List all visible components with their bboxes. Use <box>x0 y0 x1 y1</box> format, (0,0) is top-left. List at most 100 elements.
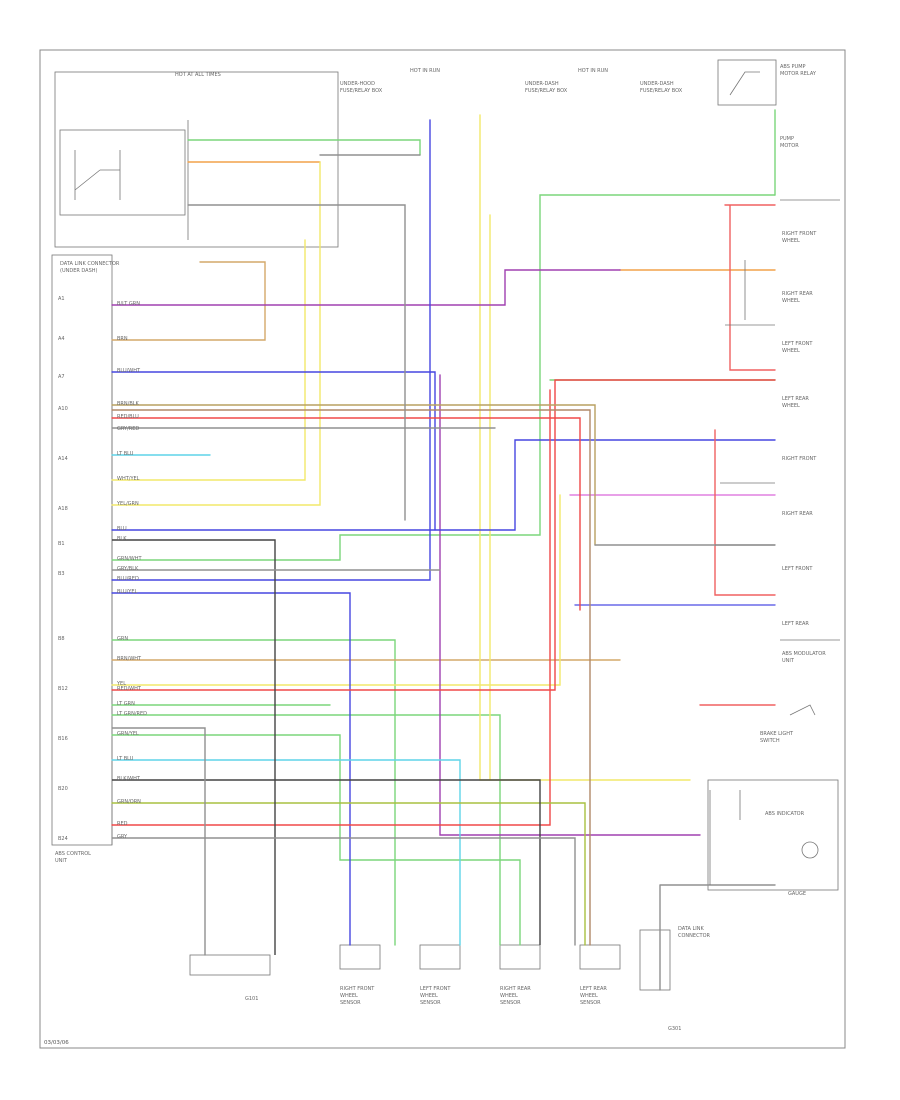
svg-text:YEL: YEL <box>116 681 126 687</box>
wire-olive-3 <box>111 802 586 946</box>
svg-text:GRN: GRN <box>117 636 128 642</box>
svg-text:LEFT FRONT: LEFT FRONT <box>420 986 451 992</box>
svg-text:UNIT: UNIT <box>782 658 795 664</box>
wire-grey-6 <box>187 154 421 521</box>
svg-text:BLK/WHT: BLK/WHT <box>117 776 141 782</box>
wire-red-3 <box>111 389 551 826</box>
svg-text:WHEEL: WHEEL <box>782 348 800 354</box>
svg-text:WHEEL: WHEEL <box>340 993 358 999</box>
wire-cyan-2 <box>111 759 461 946</box>
svg-text:LEFT FRONT: LEFT FRONT <box>782 566 813 572</box>
svg-text:UNIT: UNIT <box>55 858 68 864</box>
svg-text:LT GRN: LT GRN <box>117 701 135 707</box>
svg-text:G101: G101 <box>245 996 258 1002</box>
svg-text:RIGHT FRONT: RIGHT FRONT <box>340 986 375 992</box>
bottom-labels: G101 RIGHT FRONT WHEEL SENSOR LEFT FRONT… <box>55 851 711 1032</box>
svg-text:GRN/WHT: GRN/WHT <box>117 556 142 562</box>
wire-red-4 <box>714 429 776 596</box>
wire-red-2 <box>111 379 776 691</box>
wire-red-5 <box>724 204 776 371</box>
svg-text:GRY: GRY <box>117 834 128 840</box>
svg-text:BLU/RED: BLU/RED <box>117 576 139 582</box>
svg-text:LT GRN/RED: LT GRN/RED <box>117 711 147 717</box>
control-module <box>51 254 113 846</box>
wire-yellow-5 <box>111 239 306 481</box>
svg-text:MOTOR: MOTOR <box>780 143 799 149</box>
svg-text:FUSE/RELAY BOX: FUSE/RELAY BOX <box>525 88 568 94</box>
wire-grey-7 <box>659 884 776 991</box>
wire-olive-1 <box>111 404 596 546</box>
svg-text:SENSOR: SENSOR <box>580 1000 601 1006</box>
svg-text:A4: A4 <box>58 336 65 342</box>
svg-text:GRY/RED: GRY/RED <box>117 426 139 432</box>
svg-text:WHEEL: WHEEL <box>782 403 800 409</box>
svg-text:WHEEL: WHEEL <box>580 993 598 999</box>
wire-blue-2 <box>111 371 436 531</box>
svg-text:RED: RED <box>117 821 128 827</box>
wire-purple-1 <box>111 269 621 306</box>
svg-text:UNDER-DASH: UNDER-DASH <box>640 81 674 87</box>
svg-text:HOT IN RUN: HOT IN RUN <box>410 68 440 74</box>
svg-text:ABS MODULATOR: ABS MODULATOR <box>782 651 826 657</box>
wire-red-1 <box>111 417 581 611</box>
svg-text:A18: A18 <box>58 506 68 512</box>
svg-text:DATA LINK CONNECTOR: DATA LINK CONNECTOR <box>60 261 120 267</box>
wire-black-2 <box>112 779 541 945</box>
svg-text:B/LT GRN: B/LT GRN <box>117 301 140 307</box>
svg-text:WHEEL: WHEEL <box>782 238 800 244</box>
svg-text:UNDER-HOOD: UNDER-HOOD <box>340 81 375 87</box>
wire-grey-4 <box>111 837 576 946</box>
svg-text:B8: B8 <box>58 636 65 642</box>
svg-text:WHEEL: WHEEL <box>500 993 518 999</box>
svg-text:GRY/BLK: GRY/BLK <box>117 566 139 572</box>
ecm-pin-labels: B/LT GRN BRN BLU/WHT BRN/BLK RED/BLU GRY… <box>116 301 147 840</box>
right-labels: RIGHT FRONT WHEEL RIGHT REAR WHEEL LEFT … <box>760 231 826 897</box>
svg-text:RED/BLU: RED/BLU <box>117 414 139 420</box>
wire-purple-2 <box>439 374 701 836</box>
wire-olive-2 <box>111 409 591 946</box>
svg-text:RIGHT FRONT: RIGHT FRONT <box>782 231 817 237</box>
svg-text:BRN/BLK: BRN/BLK <box>117 401 140 407</box>
svg-text:PUMP: PUMP <box>780 136 794 142</box>
svg-text:RIGHT REAR: RIGHT REAR <box>500 986 531 992</box>
svg-text:FUSE/RELAY BOX: FUSE/RELAY BOX <box>640 88 683 94</box>
svg-text:MOTOR RELAY: MOTOR RELAY <box>780 71 817 77</box>
svg-text:CONNECTOR: CONNECTOR <box>678 933 711 939</box>
svg-text:LEFT REAR: LEFT REAR <box>782 396 809 402</box>
svg-text:BRAKE LIGHT: BRAKE LIGHT <box>760 731 794 737</box>
svg-text:BLU/YEL: BLU/YEL <box>117 589 138 595</box>
svg-text:LT BLU: LT BLU <box>117 756 134 762</box>
ecm-pin-numbers: A1 A4 A7 A10 A14 A18 B1 B3 B8 B12 B16 B2… <box>58 296 68 842</box>
svg-text:BLU/WHT: BLU/WHT <box>117 368 141 374</box>
wire-tan-1 <box>111 261 266 341</box>
svg-text:B20: B20 <box>58 786 68 792</box>
svg-text:BLU: BLU <box>117 526 127 532</box>
svg-text:SWITCH: SWITCH <box>760 738 780 744</box>
relay-box <box>54 71 339 248</box>
svg-text:ABS PUMP: ABS PUMP <box>780 64 806 70</box>
svg-text:GRN/ORN: GRN/ORN <box>117 799 141 805</box>
relay-inner-box <box>59 129 186 216</box>
svg-text:SENSOR: SENSOR <box>500 1000 521 1006</box>
svg-text:A7: A7 <box>58 374 65 380</box>
svg-text:GAUGE: GAUGE <box>788 891 806 897</box>
svg-text:ABS INDICATOR: ABS INDICATOR <box>765 811 805 817</box>
svg-text:BLK: BLK <box>117 536 127 542</box>
svg-text:G301: G301 <box>668 1026 681 1032</box>
sensor-connectors <box>189 929 671 991</box>
svg-text:A14: A14 <box>58 456 68 462</box>
wire-blue-3 <box>111 592 351 946</box>
svg-text:GRN/YEL: GRN/YEL <box>117 731 139 737</box>
svg-text:A10: A10 <box>58 406 68 412</box>
wire-blue-1 <box>111 119 431 581</box>
wire-green-5 <box>111 734 521 946</box>
indicator-box <box>707 779 839 891</box>
diagram-frame <box>39 49 846 1049</box>
svg-text:YEL/GRN: YEL/GRN <box>116 501 139 507</box>
svg-text:RED/WHT: RED/WHT <box>117 686 142 692</box>
svg-text:B3: B3 <box>58 571 65 577</box>
wire-yellow-3 <box>479 114 691 781</box>
svg-text:LEFT FRONT: LEFT FRONT <box>782 341 813 347</box>
wire-yellow-2 <box>111 494 561 686</box>
